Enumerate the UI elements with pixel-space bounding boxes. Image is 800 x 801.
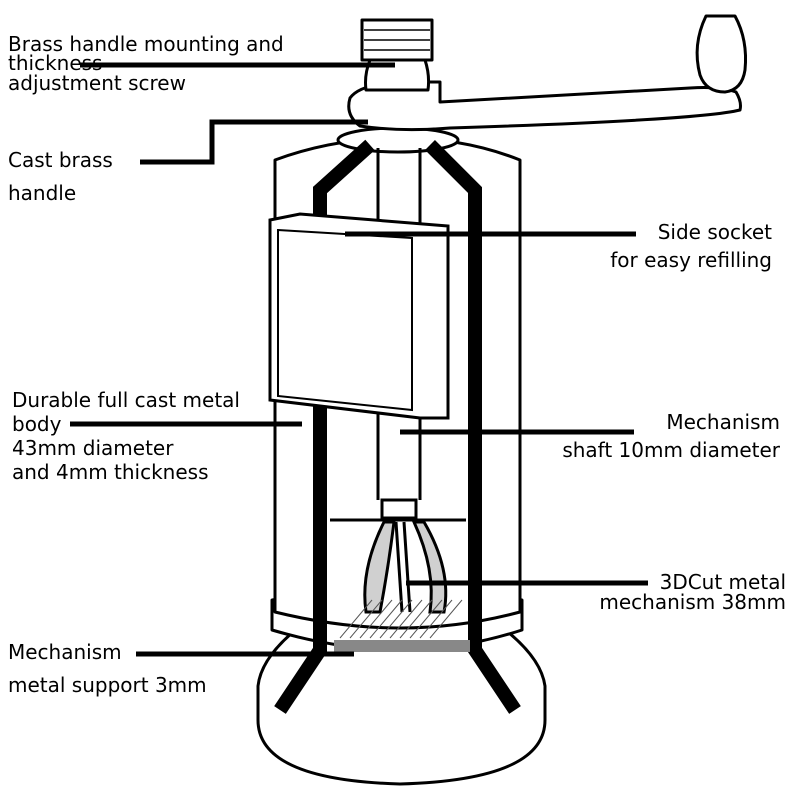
handle-arm [347,80,742,132]
label-side-socket: Side socket for easy refilling [610,220,772,272]
label-support: Mechanism metal support 3mm [8,640,207,697]
body-wall-left [274,139,375,714]
label-shaft: Mechanism shaft 10mm diameter [562,410,780,462]
label-mechanism: 3DCut metal mechanism 38mm [599,570,786,614]
handle-knob [695,14,747,94]
grinding-mechanism [330,498,470,652]
leader-cast-handle [140,119,368,165]
mechanism-support-plate [334,640,470,652]
body-wall-right [425,140,521,714]
label-body: Durable full cast metal body 43mm diamet… [12,388,240,484]
label-cast-handle: Cast brass handle [8,148,113,205]
label-handle-screw: Brass handle mounting and thickness adju… [8,32,284,95]
